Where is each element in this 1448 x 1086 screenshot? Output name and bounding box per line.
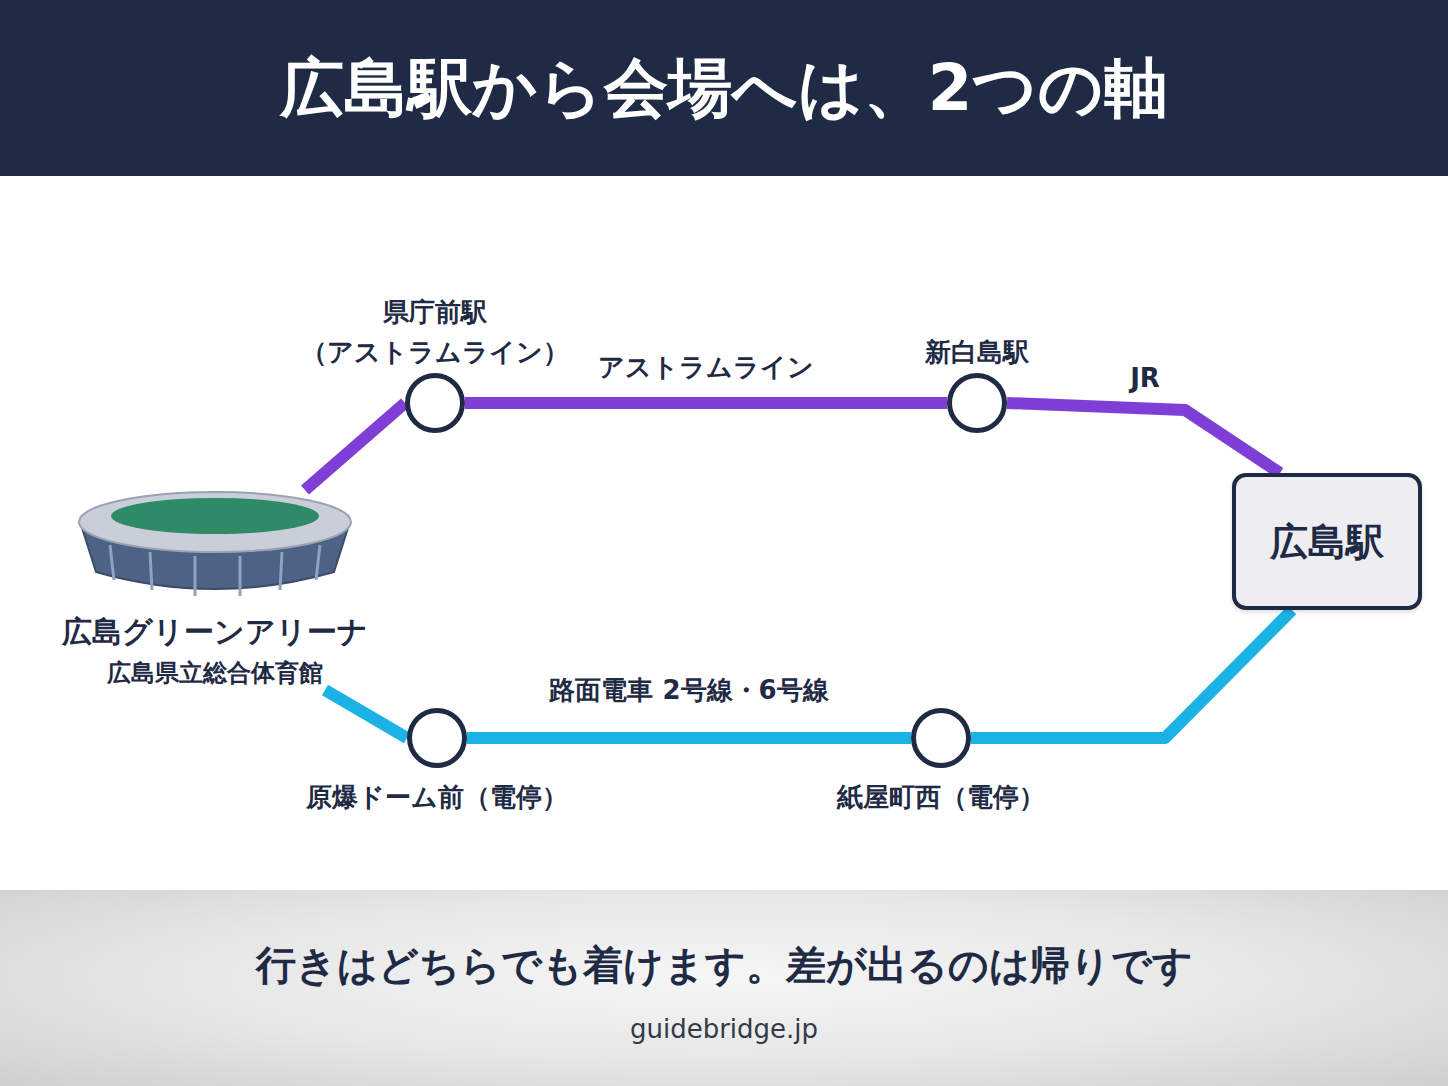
venue-name: 広島グリーンアリーナ: [62, 612, 368, 652]
route-line: [325, 690, 407, 738]
stop-label: 県庁前駅 （アストラムライン）: [285, 292, 585, 372]
stop-label: 紙屋町西（電停）: [791, 777, 1091, 817]
stop-circle: 新白島駅: [947, 373, 1007, 433]
venue-subname: 広島県立総合体育館: [107, 656, 323, 690]
line-label: 路面電車 2号線・6号線: [549, 673, 828, 707]
watermark: guidebridge.jp: [0, 1012, 1448, 1046]
route-connector: [1007, 403, 1280, 473]
stop-circle: 紙屋町西（電停）: [911, 708, 971, 768]
station-box: 広島駅: [1232, 473, 1422, 610]
stop-label: 新白島駅: [827, 332, 1127, 372]
route-line: [305, 403, 405, 490]
page-title: 広島駅から会場へは、2つの軸: [0, 48, 1448, 128]
route-connector: [467, 738, 911, 739]
line-label: アストラムライン: [598, 350, 814, 384]
line-label: JR: [1130, 361, 1160, 395]
stop-circle: 県庁前駅 （アストラムライン）: [405, 373, 465, 433]
stop-label: 原爆ドーム前（電停）: [287, 777, 587, 817]
route-connector: [325, 690, 407, 738]
venue-node: 広島グリーンアリーナ広島県立総合体育館: [30, 490, 400, 690]
stop-circle: 原爆ドーム前（電停）: [407, 708, 467, 768]
route-connector: [305, 403, 405, 490]
route-connector: [971, 610, 1292, 738]
route-connector: [465, 403, 947, 404]
page-caption: 行きはどちらでも着けます。差が出るのは帰りです: [0, 938, 1448, 992]
station-name: 広島駅: [1270, 518, 1384, 566]
route-line: [467, 732, 911, 744]
route-line: [1007, 403, 1280, 473]
route-line: [971, 610, 1292, 738]
route-line: [465, 397, 947, 409]
